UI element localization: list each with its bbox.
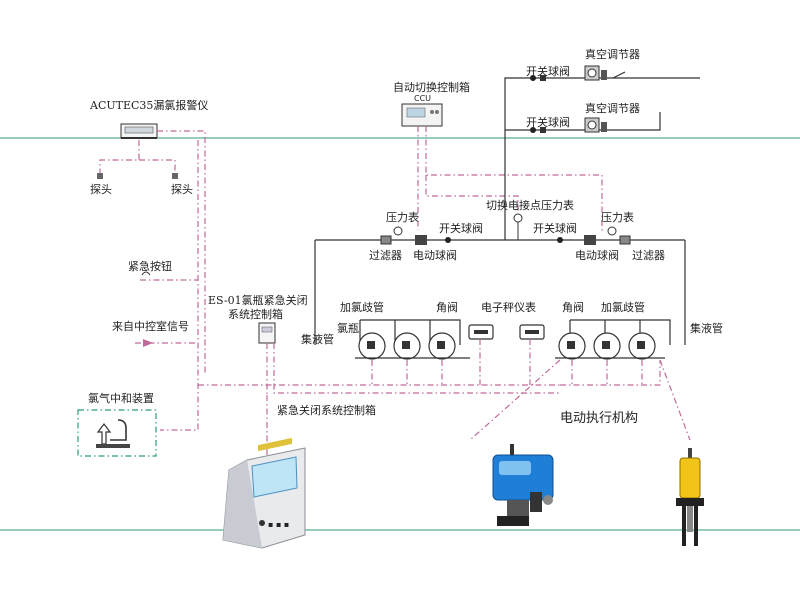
scale-display-right (519, 324, 545, 340)
neutralizer-icon (96, 419, 130, 448)
emergency-close-box: 紧急关闭系统控制箱 ▪ ▪ ▪ (222, 395, 376, 549)
filter-left-label: 过滤器 (369, 249, 402, 262)
switch-valve-top-2-label: 开关球阀 (526, 115, 570, 129)
probe-left: 探头 (90, 173, 112, 196)
cylinder-label: 氯瓶 (337, 321, 359, 335)
auto-switch-control-box: 自动切换控制箱 CCU (393, 80, 470, 127)
contact-pressure-gauge-label: 切换电接点压力表 (486, 198, 574, 212)
alarm-to-trunk (157, 130, 206, 375)
chlorine-manifold-right-label: 加氯歧管 (601, 300, 645, 314)
cylinder-right-1 (558, 332, 586, 360)
central-signal-label: 来自中控室信号 (112, 319, 189, 333)
contact-pressure-gauge: 切换电接点压力表 (486, 198, 574, 240)
cylinder-right-2 (593, 332, 621, 360)
es01-label-line2: 系统控制箱 (228, 307, 283, 321)
auto-switch-label: 自动切换控制箱 (393, 80, 470, 94)
cylinder-left-2 (393, 332, 421, 360)
left-valve-group: 压力表 开关球阀 过滤器 电动球阀 (369, 210, 483, 262)
gas-alarm-label: ACUTEC35漏氯报警仪 (89, 98, 208, 112)
electric-actuator-label: 电动执行机构 (560, 411, 638, 426)
angle-valve-right-label: 角阀 (562, 300, 584, 314)
electric-valve-left-label: 电动球阀 (413, 248, 457, 262)
es01-device (258, 322, 276, 344)
switch-valve-top-1-label: 开关球阀 (526, 64, 570, 78)
signal-arrow-icon (143, 339, 153, 347)
es01-label-line1: ES-01氯瓶紧急关闭 (208, 293, 308, 307)
emergency-close-label: 紧急关闭系统控制箱 (277, 403, 376, 417)
probe-right: 探头 (171, 173, 193, 196)
vacuum-regulator-2-label: 真空调节器 (585, 101, 640, 115)
electric-valve-right-label: 电动球阀 (575, 248, 619, 262)
switch-valve-right-label: 开关球阀 (533, 221, 577, 235)
scale-display-left (468, 324, 494, 340)
vacuum-trunk (504, 77, 700, 240)
probe-right-label: 探头 (171, 183, 193, 196)
neutralizer-label: 氯气中和装置 (88, 391, 154, 405)
angle-valve-left-label: 角阀 (436, 300, 458, 314)
gas-alarm-display (124, 126, 154, 134)
neutralizer-frame (77, 409, 157, 457)
electric-actuator-yellow (676, 448, 704, 546)
ccu-label: CCU (414, 94, 431, 103)
emergency-button-label: 紧急按钮 (128, 259, 172, 273)
svg-text:▪ ▪ ▪: ▪ ▪ ▪ (268, 520, 289, 529)
left-signal-trunk (160, 140, 560, 431)
cylinder-right-3 (628, 332, 656, 360)
cylinder-left-3 (428, 332, 456, 360)
emergency-close-device: ▪ ▪ ▪ (222, 437, 306, 549)
scale-instrument-label: 电子秤仪表 (481, 300, 536, 314)
probe-left-label: 探头 (90, 183, 112, 196)
pressure-gauge-right-label: 压力表 (601, 210, 634, 224)
chlorine-manifold-left-label: 加氯歧管 (340, 300, 384, 314)
header-pipe-left-label: 集液管 (301, 332, 334, 346)
cylinder-manifold-bars (359, 319, 671, 345)
electric-actuator-blue (492, 444, 554, 526)
switch-valve-left-label: 开关球阀 (439, 221, 483, 235)
pressure-gauge-left-label: 压力表 (386, 210, 419, 224)
cylinder-left-1 (358, 332, 386, 360)
central-control-signal: 来自中控室信号 (112, 319, 198, 347)
header-pipe-right-label: 集液管 (690, 321, 723, 335)
vacuum-regulator-2: 真空调节器 开关球阀 (526, 101, 640, 133)
right-valve-group: 开关球阀 压力表 电动球阀 过滤器 (533, 210, 665, 262)
probe-signal-lines (99, 140, 176, 178)
filter-right-label: 过滤器 (632, 249, 665, 262)
button-symbol-icon (141, 271, 151, 276)
emergency-button[interactable]: 紧急按钮 (128, 259, 198, 281)
gas-alarm-unit: ACUTEC35漏氯报警仪 (89, 98, 208, 139)
neutralizer-unit: 氯气中和装置 (77, 391, 157, 457)
vacuum-regulator-1-label: 真空调节器 (585, 47, 640, 61)
cylinder-signal-lines (371, 339, 691, 441)
vacuum-regulator-1: 真空调节器 开关球阀 (526, 47, 640, 81)
es01-control-box: ES-01氯瓶紧急关闭 系统控制箱 (208, 293, 560, 395)
ccu-signal-lines (417, 126, 603, 232)
